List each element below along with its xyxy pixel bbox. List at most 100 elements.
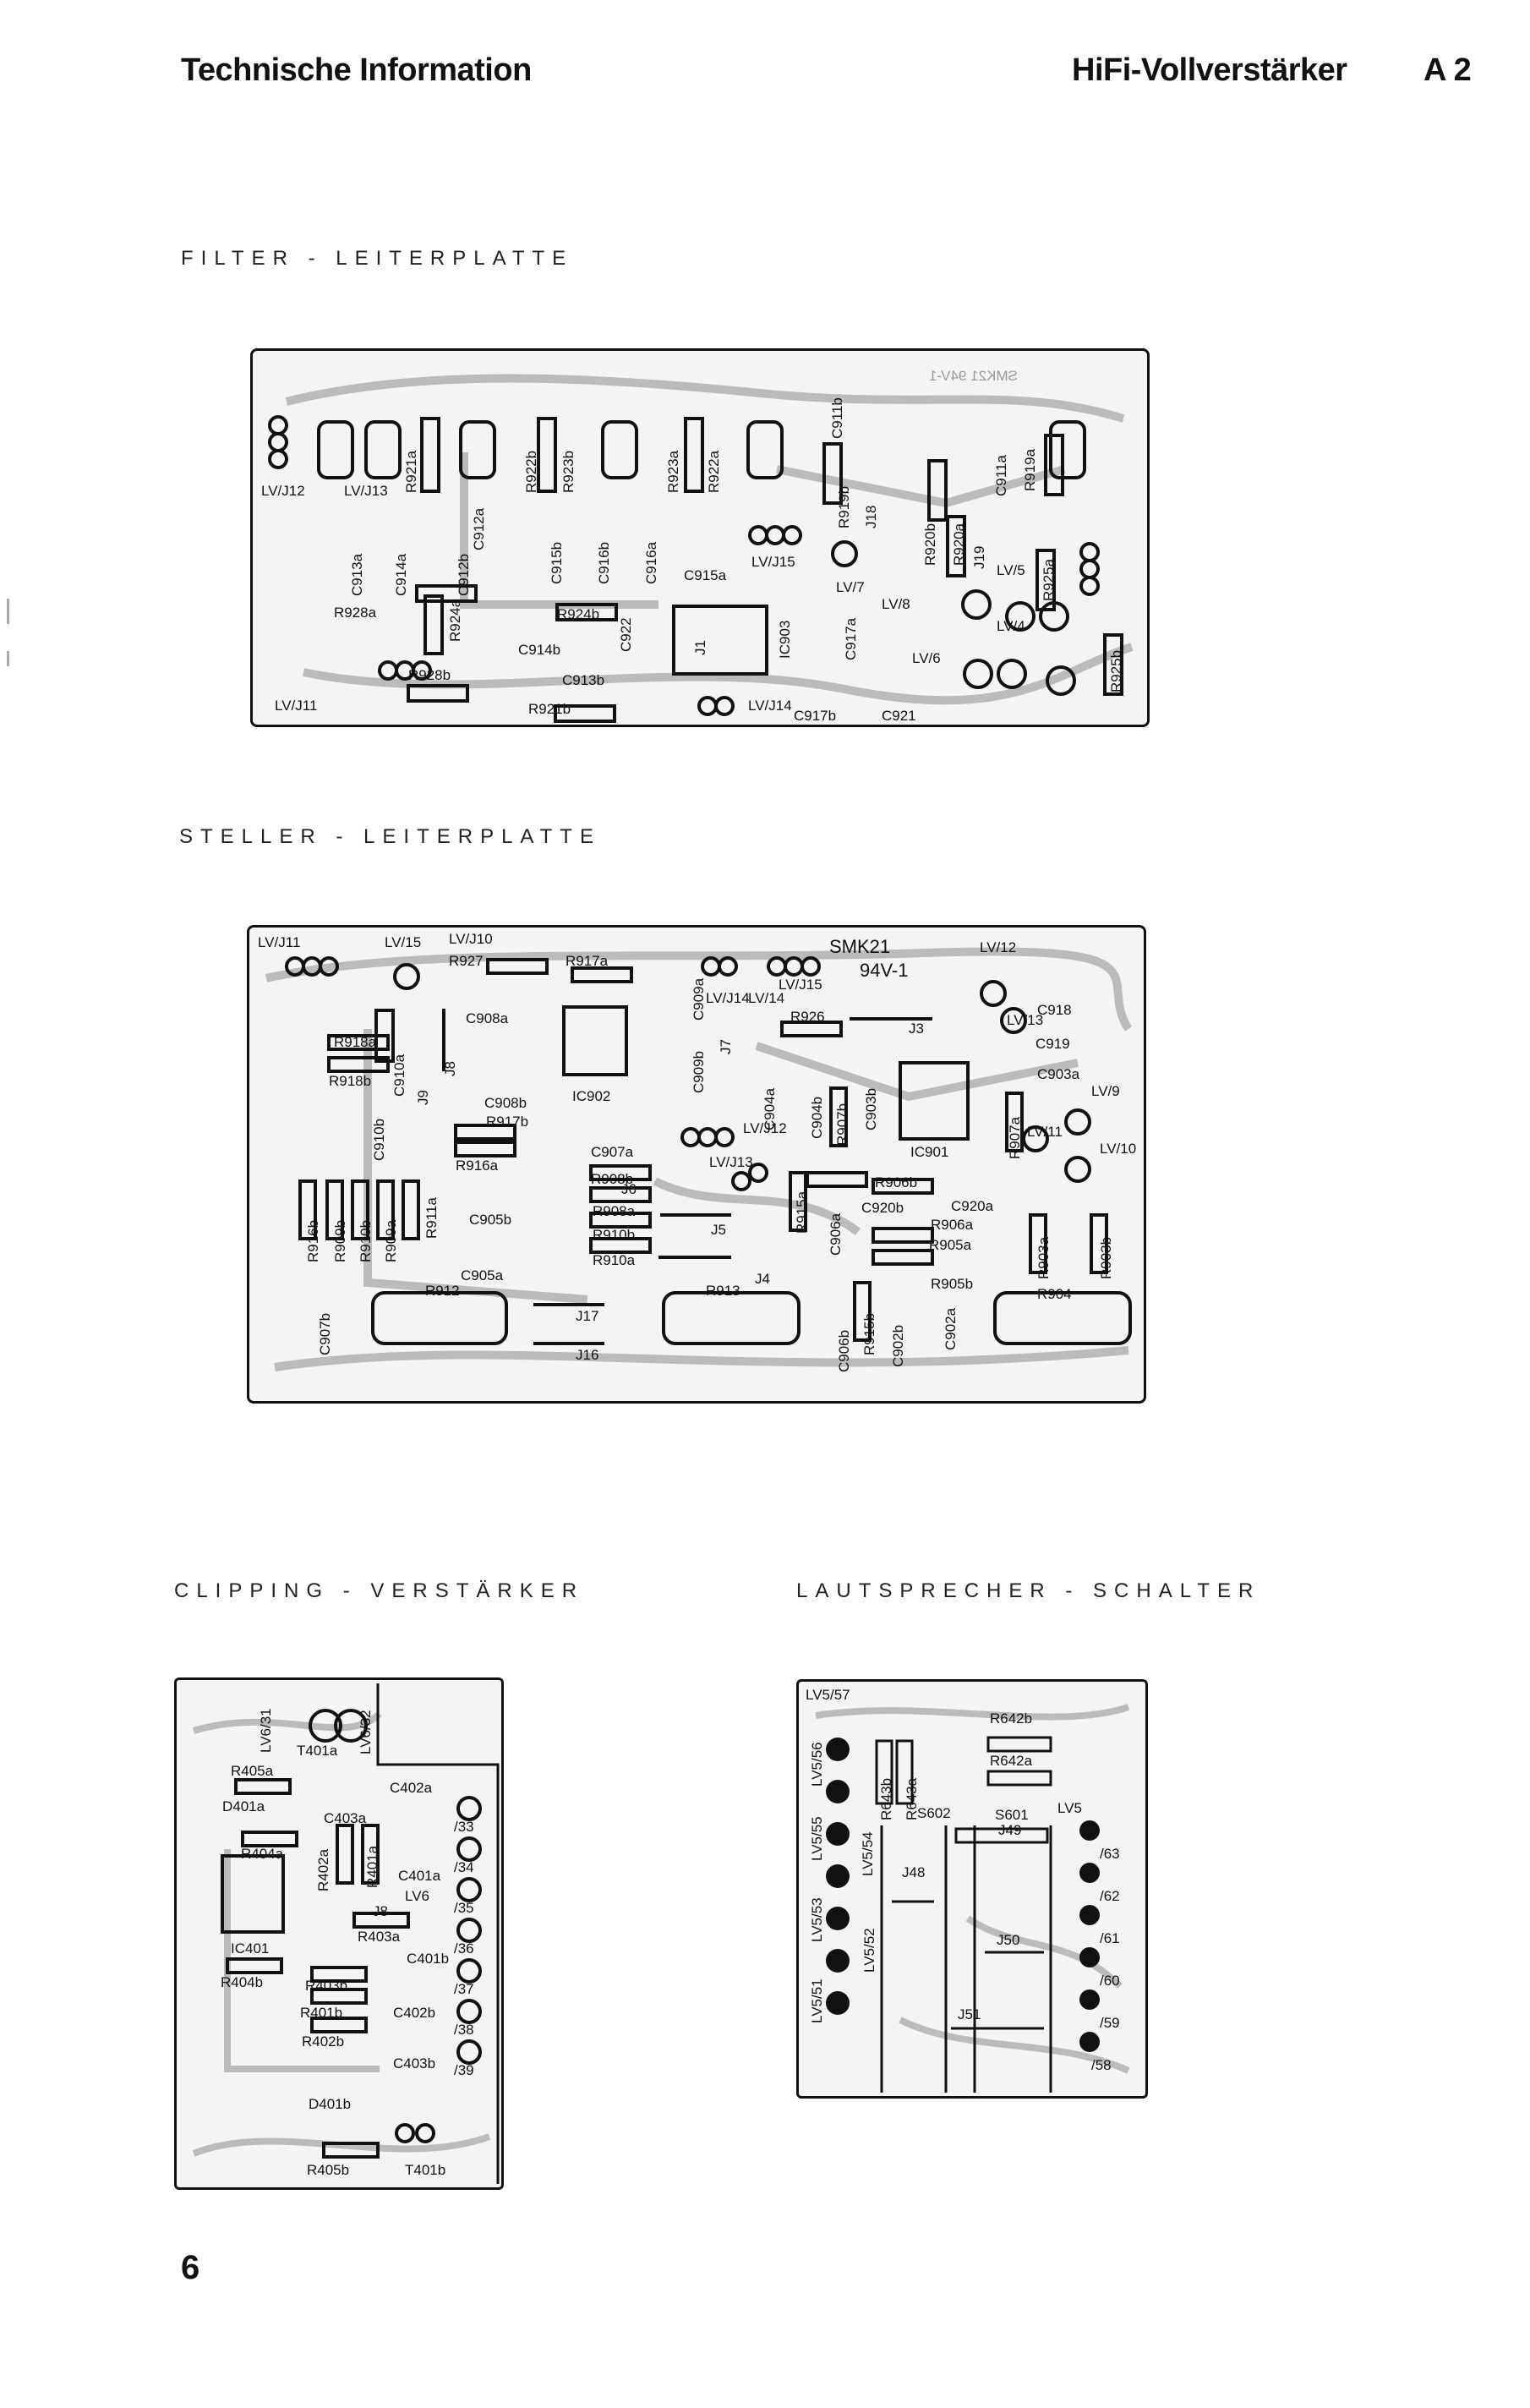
pcb-label: R909b (332, 1219, 348, 1262)
pcb-label: T401a (297, 1743, 338, 1759)
pcb-label: LV/J14 (748, 698, 792, 714)
pcb-label: R927 (449, 953, 484, 969)
pcb-label: J6 (621, 1181, 637, 1197)
pcb-label: LV/J11 (258, 934, 301, 950)
pcb-label: C911b (829, 397, 845, 439)
pcb-label: LV/9 (1091, 1083, 1120, 1099)
lautsprecher-pcb-traces (815, 1704, 1130, 2093)
pcb-label: R926 (790, 1009, 825, 1025)
margin-mark (7, 651, 9, 666)
pcb-label: LV/13 (1007, 1012, 1044, 1028)
pcb-label: R917a (566, 953, 609, 969)
pcb-label: C906b (836, 1329, 852, 1372)
pcb-label: J49 (998, 1822, 1022, 1838)
pcb-label: R925b (1108, 649, 1124, 692)
pcb-label: C906a (828, 1212, 844, 1256)
pcb-label: R908b (591, 1171, 634, 1187)
pcb-label: T401b (405, 2162, 446, 2178)
pcb-label: J3 (909, 1021, 924, 1037)
pcb-label: R904 (1037, 1286, 1072, 1302)
pcb-label: C913a (349, 553, 365, 596)
pcb-label: R906a (931, 1217, 974, 1233)
pcb-label: C912b (456, 553, 472, 596)
pcb-label: R923a (665, 450, 681, 493)
pcb-label: C907b (317, 1312, 333, 1355)
pcb-label: R403b (305, 1978, 348, 1994)
section-title-steller: STELLER - LEITERPLATTE (179, 825, 601, 848)
clipping-pcb-diagram: LV6/31 LV6/32 T401a R405a C402a D401a C4… (174, 1677, 504, 2190)
pcb-label: C911a (993, 455, 1009, 496)
steller-pcb-diagram: LV/J11 LV/15 LV/J10 R927 R917a SMK21 94V… (247, 925, 1146, 1404)
lautsprecher-pcb-diagram: LV5/57 LV5/56 LV5/55 LV5/54 LV5/53 LV5/5… (796, 1679, 1148, 2099)
header-title: Technische Information (181, 52, 532, 88)
pcb-label: C913b (562, 672, 605, 688)
pcb-label: /38 (454, 2022, 474, 2038)
pcb-label: R642a (990, 1753, 1033, 1769)
pcb-label: J18 (863, 505, 879, 528)
pcb-label: LV/J13 (709, 1154, 753, 1170)
pcb-label: R922a (706, 450, 722, 493)
pcb-label: C902b (890, 1324, 906, 1367)
pcb-label: C401b (407, 1951, 450, 1967)
pcb-label: J17 (576, 1308, 599, 1324)
pcb-label: /60 (1100, 1973, 1120, 1989)
pcb-label: R918b (329, 1073, 372, 1089)
pcb-label: R915b (861, 1312, 877, 1355)
pcb-label: 94V-1 (860, 960, 909, 981)
pcb-label: R404b (221, 1974, 264, 1990)
pcb-label: J7 (718, 1039, 734, 1054)
pcb-label: J16 (576, 1347, 599, 1363)
pcb-label: C902a (943, 1307, 959, 1350)
pcb-label: C914b (518, 642, 561, 658)
pcb-label: R912 (425, 1283, 460, 1299)
section-title-filter: FILTER - LEITERPLATTE (181, 247, 574, 270)
pcb-label: IC902 (572, 1088, 611, 1104)
pcb-label: R401b (300, 2005, 343, 2021)
pcb-label: R928b (408, 667, 451, 683)
pcb-label: R924b (557, 606, 600, 622)
pcb-label: SMK21 94V-1 (929, 368, 1018, 384)
pcb-label: R906b (875, 1174, 918, 1190)
pcb-label: R921b (528, 701, 571, 717)
pcb-label: R919a (1022, 448, 1038, 491)
page-number: 6 (181, 2249, 200, 2286)
pcb-label: LV6 (405, 1888, 429, 1904)
pcb-label: /39 (454, 2062, 474, 2078)
pcb-label: LV/J15 (751, 554, 795, 570)
pcb-label: R405b (307, 2162, 350, 2178)
pcb-label: LV5/55 (809, 1816, 825, 1861)
pcb-label: C914a (393, 553, 409, 596)
pcb-label: LV5/57 (806, 1687, 850, 1703)
pcb-label: J9 (415, 1090, 431, 1105)
pcb-label: C908a (466, 1010, 509, 1026)
pcb-label: C922 (618, 617, 634, 652)
pcb-label: R920a (951, 523, 967, 566)
pcb-label: LV/11 (1027, 1124, 1063, 1140)
pcb-label: C401a (398, 1868, 441, 1884)
pcb-label: J8 (373, 1903, 388, 1919)
pcb-label: /34 (454, 1859, 474, 1875)
pcb-label: R642b (990, 1710, 1033, 1727)
pcb-label: LV/J11 (275, 698, 318, 714)
pcb-label: C918 (1037, 1002, 1072, 1018)
pcb-label: R913 (706, 1283, 740, 1299)
pcb-label: C919 (1035, 1036, 1070, 1052)
header-product: HiFi-Vollverstärker (1072, 52, 1347, 88)
pcb-label: C909a (691, 977, 707, 1021)
pcb-label: R908a (593, 1203, 636, 1219)
header-code: A 2 (1423, 52, 1472, 88)
pcb-label: R643b (878, 1777, 894, 1820)
pcb-label: LV/J12 (743, 1120, 787, 1136)
pcb-label: C903a (1037, 1066, 1080, 1082)
pcb-label: C403a (324, 1810, 367, 1826)
pcb-label: J5 (711, 1222, 726, 1238)
pcb-label: LV/12 (980, 939, 1017, 955)
pcb-label: C403b (393, 2055, 436, 2071)
pcb-label: R910b (358, 1219, 374, 1262)
pcb-label: LV5 (1057, 1800, 1082, 1816)
pcb-label: LV/15 (385, 934, 422, 950)
pcb-label: LV5/56 (809, 1742, 825, 1787)
pcb-label: C917b (794, 708, 837, 724)
pcb-label: LV/4 (997, 618, 1025, 634)
pcb-label: LV6/32 (358, 1710, 374, 1754)
